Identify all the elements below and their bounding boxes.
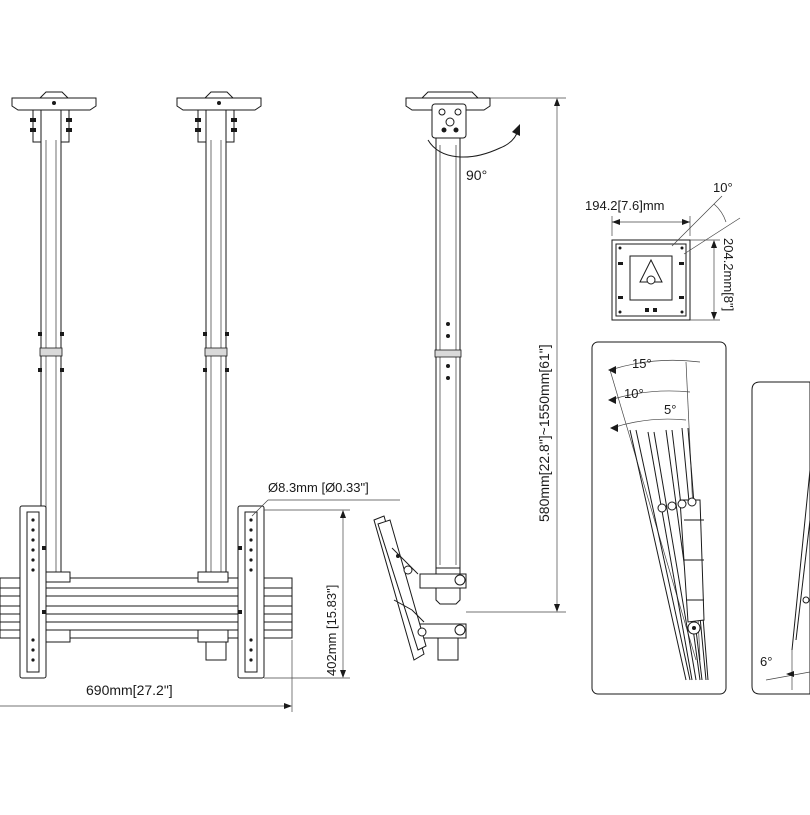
tilt-detail-box: [591, 341, 727, 695]
side-tilt-bracket: [373, 515, 427, 661]
tilt-10-label: 10°: [624, 386, 644, 401]
rotation-arrow: 90°: [427, 124, 520, 183]
right-pole-tube: [205, 109, 227, 581]
left-tv-arm: [19, 505, 47, 679]
side-angle-label: 6°: [760, 654, 772, 669]
rail-height-dimension: 402mm [15.83"]: [264, 509, 350, 679]
pole-length-label: 580mm[22.8"]~1550mm[61"]: [536, 344, 552, 522]
plate-height-label: 204.2mm[8"]: [721, 238, 736, 311]
side-detail-panel: 6°: [751, 381, 810, 695]
total-width-dimension: 690mm[27.2"]: [0, 640, 293, 712]
rotation-angle-label: 90°: [466, 167, 487, 183]
plate-width-label: 194.2[7.6]mm: [585, 198, 665, 213]
tilt-detail-panel: 15° 10° 5°: [591, 341, 727, 695]
side-view-pole: [405, 91, 491, 661]
plate-tilt-label: 10°: [713, 180, 733, 195]
total-width-label: 690mm[27.2"]: [86, 682, 173, 698]
tilt-15-label: 15°: [632, 356, 652, 371]
ceiling-plate-detail: 194.2[7.6]mm 204.2mm[8"] 10°: [585, 180, 741, 321]
hole-diameter-callout: Ø8.3mm [Ø0.33"]: [251, 480, 400, 517]
tilt-5-label: 5°: [664, 402, 676, 417]
side-detail-box: [751, 381, 810, 695]
pole-length-dimension: 580mm[22.8"]~1550mm[61"]: [466, 97, 566, 613]
right-pole-assembly: [176, 91, 262, 581]
right-tv-arm: [237, 505, 265, 679]
rail-height-label: 402mm [15.83"]: [324, 585, 339, 676]
hole-diameter-label: Ø8.3mm [Ø0.33"]: [268, 480, 369, 495]
